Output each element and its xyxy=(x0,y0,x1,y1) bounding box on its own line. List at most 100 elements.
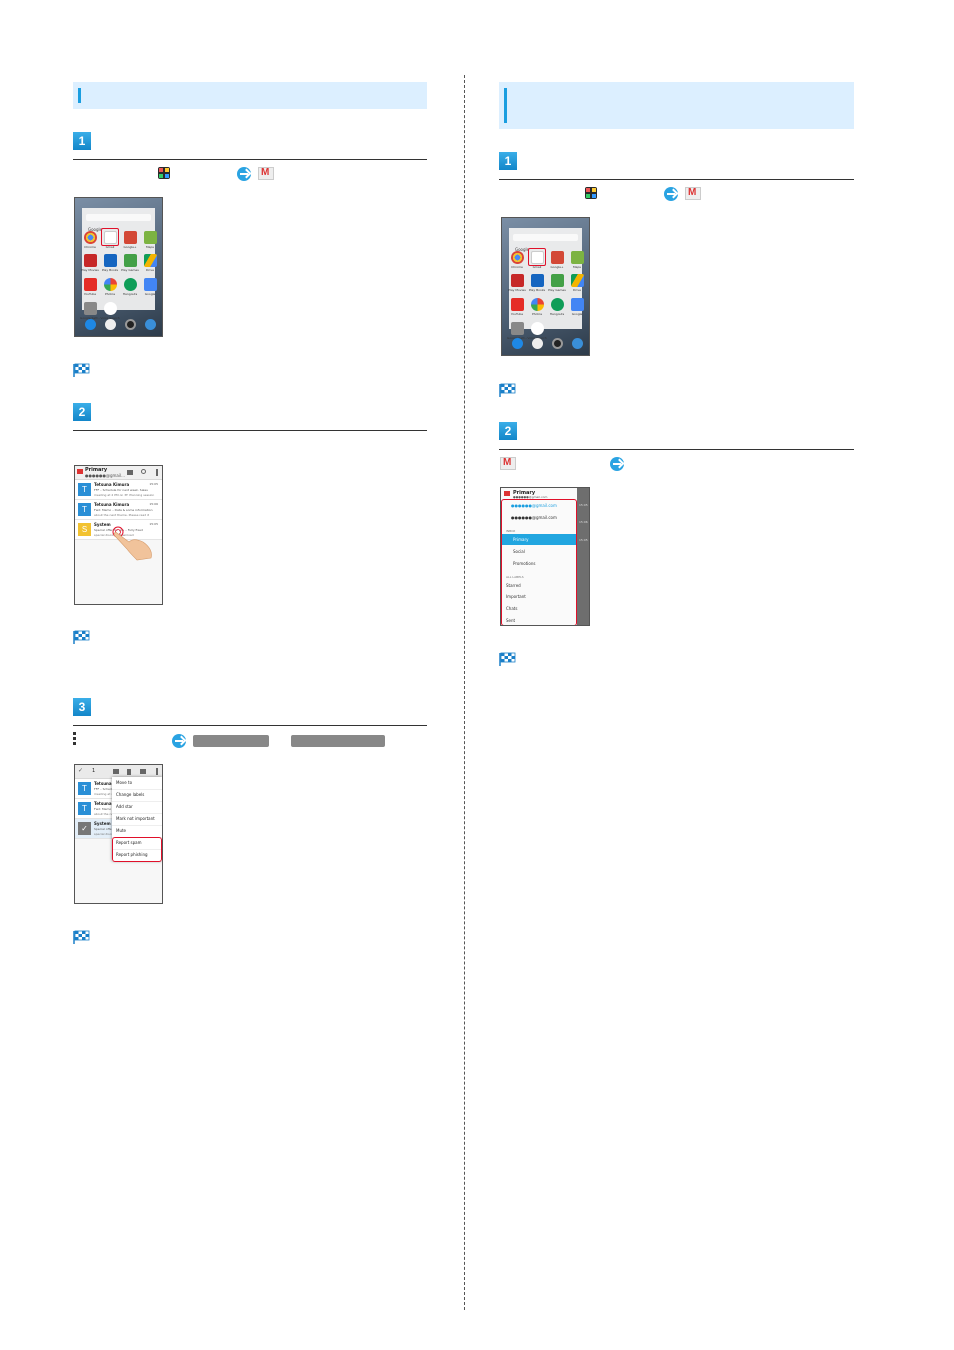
search-icon[interactable] xyxy=(141,469,146,474)
menu-item-add-star[interactable]: Add star xyxy=(116,804,133,809)
email-row[interactable]: T Tetsuna Kimura Fwd: Memo – Data & some… xyxy=(75,500,162,520)
camera-icon[interactable] xyxy=(552,338,563,349)
arrow-right-icon xyxy=(664,187,678,201)
email-sender: System xyxy=(94,522,111,527)
email-row[interactable]: T Tetsuna Kimura FFF – Schedule for next… xyxy=(75,480,162,500)
camera-icon[interactable] xyxy=(125,319,136,330)
folder-label: Google xyxy=(515,247,530,252)
phone-icon[interactable] xyxy=(85,319,96,330)
screenshot-inbox: Primary ●●●●●●@gmail... T Tetsuna Kimura… xyxy=(74,465,163,605)
label-drawer-list: Primary ●●●●●●@gmail.com ●●●●●●@gmail.co… xyxy=(501,488,577,625)
menu-item-mute[interactable]: Mute xyxy=(116,828,127,833)
label-item-social[interactable]: Social xyxy=(513,549,525,554)
app-maps-icon[interactable] xyxy=(571,251,584,264)
messages-icon[interactable] xyxy=(532,338,543,349)
menu-item-report-phishing[interactable]: Report phishing xyxy=(116,852,148,857)
gmail-icon xyxy=(685,187,701,200)
overflow-menu-icon[interactable] xyxy=(156,469,158,476)
mark-unread-icon[interactable] xyxy=(140,769,146,774)
app-voice-search-icon[interactable] xyxy=(104,302,117,315)
app-gmail-icon[interactable] xyxy=(104,231,117,244)
label-item-important[interactable]: Important xyxy=(506,594,526,599)
folder-label: Google xyxy=(88,227,103,232)
app-google-settings-icon[interactable] xyxy=(511,322,524,335)
report-options-highlight xyxy=(112,837,162,862)
email-sender: System xyxy=(94,821,111,826)
app-google-settings-icon[interactable] xyxy=(84,302,97,315)
finish-flag-icon xyxy=(73,630,90,644)
app-google-icon[interactable] xyxy=(571,298,584,311)
finish-flag-icon xyxy=(73,363,90,377)
screenshot-label-drawer: Primary ●●●●●●@gmail.com ●●●●●●@gmail.co… xyxy=(500,487,590,626)
label-item-chats[interactable]: Chats xyxy=(506,606,518,611)
step-number: 3 xyxy=(73,698,91,716)
browser-icon[interactable] xyxy=(572,338,583,349)
app-voice-search-icon[interactable] xyxy=(531,322,544,335)
app-googleplus-icon[interactable] xyxy=(124,231,137,244)
app-name: YouTube xyxy=(510,312,524,316)
email-sender: Tetsuna xyxy=(94,801,112,806)
apps-folder-icon xyxy=(585,187,597,199)
delete-icon[interactable] xyxy=(127,769,131,775)
side-time: 15:05 xyxy=(579,538,588,542)
archive-icon[interactable] xyxy=(113,769,119,774)
app-youtube-icon[interactable] xyxy=(84,278,97,291)
browser-icon[interactable] xyxy=(145,319,156,330)
app-googleplus-icon[interactable] xyxy=(551,251,564,264)
app-name: Photos xyxy=(531,312,543,316)
label-item-promotions[interactable]: Promotions xyxy=(513,561,536,566)
step-rule xyxy=(73,430,427,431)
search-bar xyxy=(513,234,578,241)
drawer-title: Primary xyxy=(513,490,536,496)
app-hangouts-icon[interactable] xyxy=(124,278,137,291)
app-chrome-icon[interactable] xyxy=(84,231,97,244)
app-photos-icon[interactable] xyxy=(104,278,117,291)
right-step-1: 1 xyxy=(499,152,854,182)
step-rule xyxy=(73,159,427,160)
app-name: YouTube xyxy=(83,292,97,296)
label-item-starred[interactable]: Starred xyxy=(506,583,521,588)
menu-item-mark-not-important[interactable]: Mark not important xyxy=(116,816,155,821)
app-maps-icon[interactable] xyxy=(144,231,157,244)
app-play-books-icon[interactable] xyxy=(104,254,117,267)
app-name: Photos xyxy=(104,292,116,296)
email-sender: Tetsuna Kimura xyxy=(94,482,130,487)
phone-icon[interactable] xyxy=(512,338,523,349)
account-item-other[interactable]: ●●●●●●@gmail.com xyxy=(511,515,557,520)
app-play-movies-icon[interactable] xyxy=(511,274,524,287)
app-name: Google+ xyxy=(123,245,137,249)
app-chrome-icon[interactable] xyxy=(511,251,524,264)
app-gmail-icon[interactable] xyxy=(531,251,544,264)
label-item-sent[interactable]: Sent xyxy=(506,618,516,623)
account-item-current[interactable]: ●●●●●●@gmail.com xyxy=(511,503,557,508)
finish-flag-icon xyxy=(73,930,90,944)
inbox-account: ●●●●●●@gmail... xyxy=(85,473,125,478)
menu-item-move-to[interactable]: Move to xyxy=(116,780,133,785)
app-play-games-icon[interactable] xyxy=(551,274,564,287)
app-drive-icon[interactable] xyxy=(571,274,584,287)
finish-flag-icon xyxy=(499,383,516,397)
email-subject: Fwd: Memo – xyxy=(94,807,114,811)
home-dock xyxy=(502,333,589,355)
app-hangouts-icon[interactable] xyxy=(551,298,564,311)
compose-icon[interactable] xyxy=(127,470,133,475)
app-youtube-icon[interactable] xyxy=(511,298,524,311)
menu-item-change-labels[interactable]: Change labels xyxy=(116,792,145,797)
app-play-movies-icon[interactable] xyxy=(84,254,97,267)
email-subject: FFF – Schedul xyxy=(94,787,115,791)
app-name: Play Books xyxy=(101,268,119,272)
menu-item-report-spam[interactable]: Report spam xyxy=(116,840,142,845)
label-item-primary[interactable]: Primary xyxy=(513,537,529,542)
app-play-books-icon[interactable] xyxy=(531,274,544,287)
app-google-icon[interactable] xyxy=(144,278,157,291)
overflow-popup-menu: Move to Change labels Add star Mark not … xyxy=(112,777,162,861)
overflow-menu-icon[interactable] xyxy=(156,768,158,775)
messages-icon[interactable] xyxy=(105,319,116,330)
app-photos-icon[interactable] xyxy=(531,298,544,311)
app-drive-icon[interactable] xyxy=(144,254,157,267)
app-play-games-icon[interactable] xyxy=(124,254,137,267)
left-step-1: 1 xyxy=(73,132,427,162)
app-name: Google xyxy=(571,312,583,316)
check-icon[interactable]: ✓ xyxy=(78,767,84,774)
left-section-title xyxy=(73,82,427,109)
